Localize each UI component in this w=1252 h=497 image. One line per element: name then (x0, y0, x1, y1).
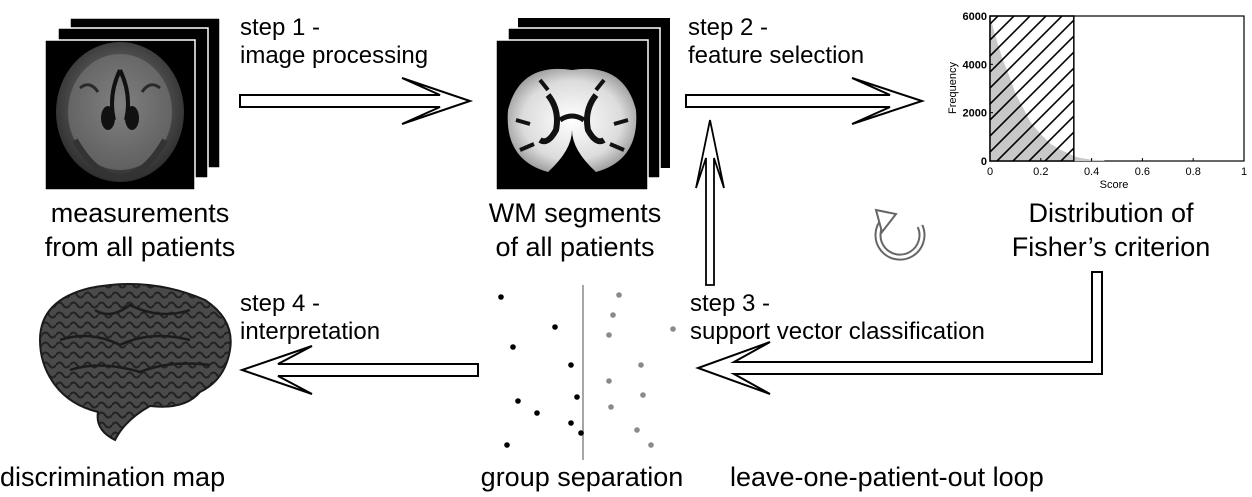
scatter-point (510, 344, 516, 350)
x-axis-label: Score (1100, 179, 1129, 191)
scatter-point (638, 362, 644, 368)
step-2-title: step 2 - (688, 14, 769, 41)
wm-segments-caption: WM segments of all patients (470, 196, 680, 264)
scatter-point (610, 312, 616, 318)
scatter-point (498, 294, 504, 300)
wm-segment-stack (495, 18, 670, 191)
step-3-title: step 3 - (690, 290, 771, 317)
scatter-point (606, 378, 612, 384)
step-4-description: interpretation (240, 318, 381, 345)
brain-surface-map (38, 283, 232, 442)
arrow-step-2 (685, 77, 926, 125)
x-tick-label: 0 (987, 166, 993, 178)
arrow-feedback-up (695, 119, 725, 286)
scatter-point (670, 326, 676, 332)
scatter-point (616, 292, 622, 298)
step-2-label: step 2 - feature selection (688, 14, 864, 70)
y-tick-label: 2000 (963, 108, 987, 120)
x-tick-label: 1 (1241, 166, 1247, 178)
distribution-caption: Distribution of Fisher’s criterion (976, 196, 1246, 264)
y-tick-label: 4000 (963, 59, 987, 71)
loop-icon (874, 208, 926, 261)
scatter-point (648, 442, 654, 448)
y-axis-label: Frequency (947, 62, 959, 114)
step-1-title: step 1 - (240, 14, 321, 41)
step-1-description: image processing (240, 42, 429, 69)
arrow-step-4 (238, 345, 479, 395)
scatter-point (568, 362, 574, 368)
group-separation-plot (498, 285, 676, 460)
measurements-caption: measurements from all patients (20, 196, 260, 264)
x-tick-label: 0.6 (1135, 166, 1150, 178)
step-3-description: support vector classification (690, 318, 985, 345)
wm-segments-caption-line1: WM segments (488, 198, 662, 228)
measurements-caption-line1: measurements (50, 198, 230, 228)
distribution-caption-line1: Distribution of (1028, 198, 1194, 228)
scatter-point (608, 404, 614, 410)
scatter-point (552, 324, 558, 330)
scatter-group-b (606, 292, 676, 448)
wm-segments-caption-line2: of all patients (495, 232, 655, 262)
scatter-point (574, 394, 580, 400)
arrow-step-3 (695, 271, 1103, 395)
x-axis-ticks: 0 0.2 0.4 0.6 0.8 1 (987, 158, 1247, 178)
step-1-label: step 1 - image processing (240, 14, 428, 70)
distribution-caption-line2: Fisher’s criterion (1011, 232, 1211, 262)
scatter-point (504, 442, 510, 448)
x-tick-label: 0.4 (1084, 166, 1099, 178)
scatter-point (606, 332, 612, 338)
scatter-point (578, 430, 584, 436)
y-tick-label: 0 (981, 156, 987, 168)
scatter-point (634, 427, 640, 433)
mri-image-stack (44, 17, 221, 191)
fisher-histogram-chart: 0 0.2 0.4 0.6 0.8 1 0 2000 4000 6000 Score Frequ… (947, 11, 1247, 191)
step-4-label: step 4 - interpretation (240, 290, 380, 346)
measurements-caption-line2: from all patients (44, 232, 236, 262)
scatter-group-a (498, 294, 584, 448)
scatter-point (534, 410, 540, 416)
scatter-point (515, 398, 521, 404)
step-3-label: step 3 - support vector classification (690, 290, 985, 346)
step-2-description: feature selection (688, 42, 865, 69)
y-axis-ticks: 0 2000 4000 6000 (963, 11, 993, 168)
x-tick-label: 0.2 (1033, 166, 1048, 178)
discrimination-map-caption: discrimination map (0, 462, 226, 492)
selected-features-region (989, 15, 1075, 162)
scatter-point (640, 392, 646, 398)
step-4-title: step 4 - (240, 290, 321, 317)
arrow-step-1 (239, 77, 474, 125)
loop-caption: leave-one-patient-out loop (730, 462, 1044, 492)
group-separation-caption: group separation (480, 462, 684, 492)
x-tick-label: 0.8 (1186, 166, 1201, 178)
y-tick-label: 6000 (963, 11, 987, 23)
scatter-point (568, 420, 574, 426)
